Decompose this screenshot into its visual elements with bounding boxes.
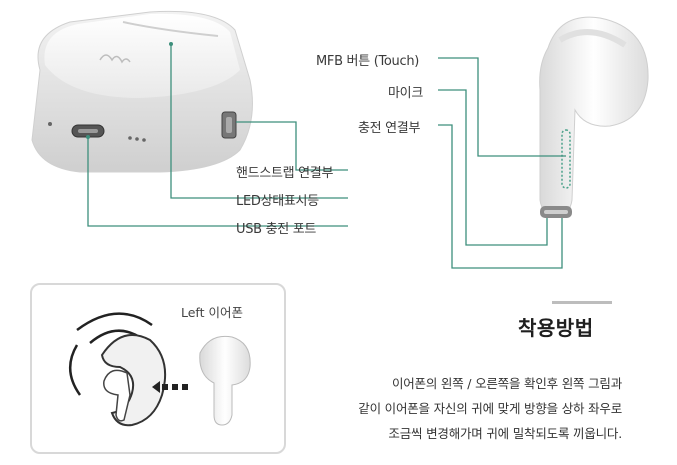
instruction-line-1: 이어폰의 왼쪽 / 오른쪽을 확인후 왼쪽 그림과: [391, 376, 622, 391]
title-divider: [552, 301, 612, 304]
logo-icon: [99, 54, 131, 64]
led-label: LED상태표시등: [236, 194, 319, 209]
left-earbud-label: Left 이어폰: [181, 305, 243, 320]
mfb-label: MFB 버튼 (Touch): [316, 54, 420, 69]
ear-illustration: [69, 312, 251, 427]
wearing-title: 착용방법: [518, 316, 594, 340]
instruction-line-2: 같이 이어폰을 자신의 귀에 맞게 방향을 상하 좌우로: [358, 401, 622, 416]
mic-label: 마이크: [388, 86, 423, 101]
instruction-line-3: 조금씩 변경해가며 귀에 밀착되도록 끼웁니다.: [388, 426, 622, 441]
arrow-left-icon: [152, 381, 160, 393]
strap-label: 핸드스트랩 연결부: [236, 166, 334, 181]
wearing-illustration-card: [30, 283, 286, 454]
mic-region-icon: [561, 129, 571, 189]
usb-label: USB 충전 포트: [236, 222, 317, 237]
charge-label: 충전 연결부: [358, 121, 421, 136]
